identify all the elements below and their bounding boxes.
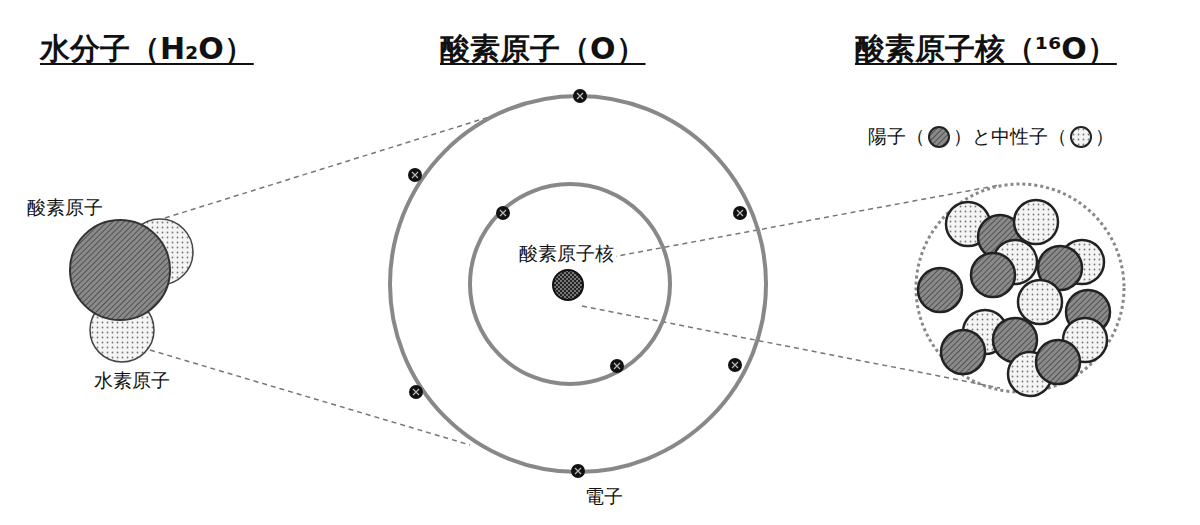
legend-swatch [1069, 125, 1093, 149]
nucleus-cluster [916, 184, 1124, 396]
legend-punctuation: （ [906, 124, 925, 150]
part-label: 水素原子 [92, 370, 172, 392]
legend-text: 中性子 [991, 124, 1048, 150]
legend-punctuation: ） [1095, 124, 1114, 150]
legend-punctuation: ）と [953, 124, 991, 150]
legend-row: 陽子（）と中性子（） [868, 124, 1114, 150]
panel-heading: 酸素原子（O） [440, 32, 646, 67]
panel-heading: 酸素原子核（¹⁶O） [855, 32, 1117, 67]
legend-punctuation: （ [1048, 124, 1067, 150]
part-label: 電子 [583, 486, 625, 508]
part-label: 酸素原子核 [517, 243, 616, 265]
part-label: 酸素原子 [25, 197, 105, 219]
water-molecule [70, 219, 193, 362]
panel-heading: 水分子（H₂O） [40, 32, 254, 67]
legend-swatch [927, 125, 951, 149]
oxygen-atom [390, 89, 766, 478]
zoom-lines [150, 112, 1000, 445]
legend-text: 陽子 [868, 124, 906, 150]
